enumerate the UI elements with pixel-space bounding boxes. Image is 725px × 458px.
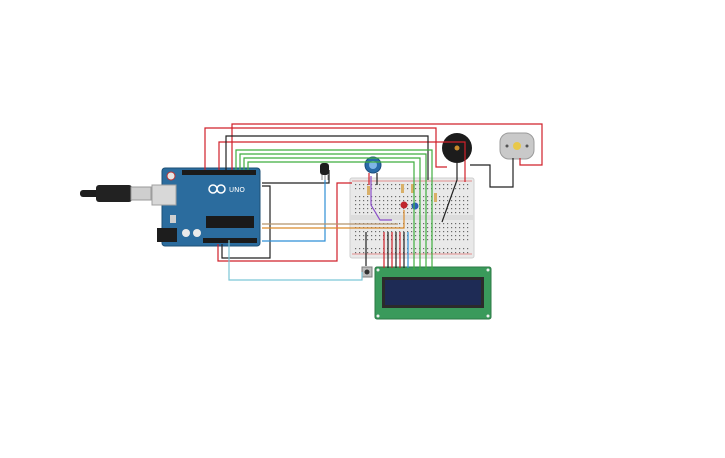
arduino-brand-label: UNO bbox=[229, 186, 245, 194]
resistor-icon bbox=[367, 184, 437, 202]
usb-port bbox=[151, 184, 177, 206]
wire-black-3 bbox=[262, 170, 330, 184]
wire-red-3 bbox=[218, 141, 466, 182]
led-blue-icon[interactable] bbox=[411, 202, 419, 210]
wire-black-1 bbox=[225, 135, 429, 180]
wire-orange bbox=[262, 210, 405, 229]
dc-motor-icon[interactable] bbox=[499, 132, 535, 160]
wire-green-4 bbox=[247, 161, 415, 270]
breadboard[interactable] bbox=[349, 177, 475, 259]
wire-red-2 bbox=[204, 127, 447, 170]
usb-cable-icon[interactable] bbox=[80, 185, 152, 202]
arduino-uno-board[interactable]: UNO bbox=[151, 167, 261, 247]
power-jack bbox=[157, 228, 177, 242]
piezo-buzzer-icon[interactable] bbox=[442, 133, 472, 163]
analog-header bbox=[203, 238, 257, 243]
wire-red-loop bbox=[217, 182, 352, 262]
wire-green-3 bbox=[243, 157, 421, 270]
wire-green-2 bbox=[239, 153, 427, 270]
lcd-screen bbox=[385, 280, 481, 305]
wire-red-top bbox=[231, 123, 543, 170]
atmega-chip bbox=[206, 216, 254, 228]
wire-blue bbox=[262, 180, 326, 242]
potentiometer-icon[interactable] bbox=[364, 156, 382, 174]
wire-green-1 bbox=[235, 149, 433, 270]
digital-header bbox=[182, 170, 256, 175]
wire-black-2 bbox=[221, 185, 271, 259]
transistor-icon[interactable] bbox=[320, 163, 329, 180]
wire-black-5 bbox=[441, 163, 458, 223]
wire-purple bbox=[370, 176, 392, 221]
arduino-logo-icon bbox=[208, 184, 226, 194]
led-red-icon[interactable] bbox=[400, 201, 408, 209]
lcd-display[interactable] bbox=[374, 266, 492, 320]
wire-black-4 bbox=[470, 158, 514, 188]
wires[interactable] bbox=[204, 123, 543, 281]
wire-cyan bbox=[228, 240, 363, 281]
push-button-icon[interactable] bbox=[361, 266, 373, 278]
